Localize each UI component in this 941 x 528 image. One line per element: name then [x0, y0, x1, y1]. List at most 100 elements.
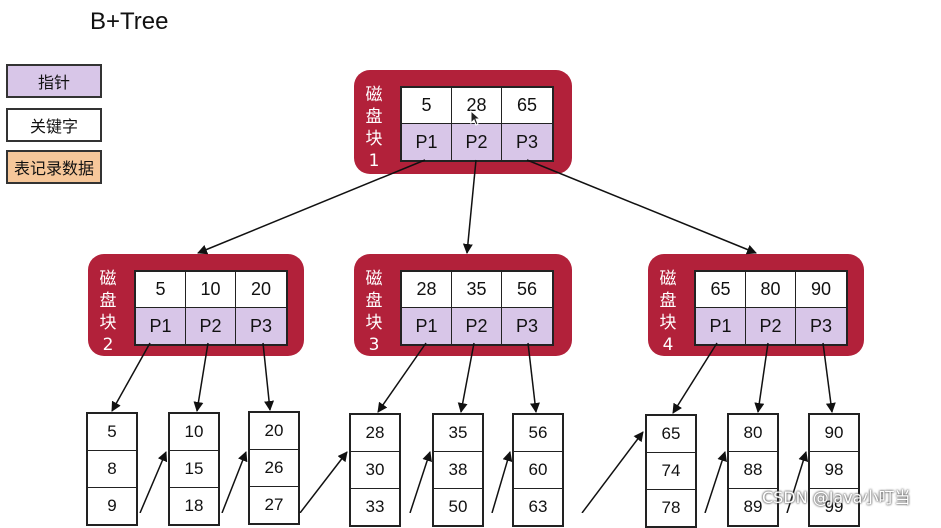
- arrow-leaf-link: [704, 451, 727, 513]
- leaf-key-cell: 63: [528, 497, 548, 516]
- leaf-key-cell: 88: [729, 452, 777, 489]
- disk-label-char: 盘: [365, 291, 383, 311]
- disk-label-char: 盘: [99, 291, 117, 311]
- key-cell: 80: [746, 272, 796, 308]
- disk-label-char: 盘: [659, 291, 677, 311]
- disk-block-3: 磁 盘 块 3 28 35 56 P1 P2 P3: [354, 254, 572, 356]
- key-cell: 56: [502, 272, 552, 308]
- legend-pointer: 指针: [6, 64, 102, 98]
- leaf-node: 5 8 9: [86, 412, 138, 526]
- leaf-node: 65 74 78: [645, 414, 697, 528]
- pointer-cell: P1: [402, 124, 452, 160]
- disk-label-char: 4: [662, 335, 674, 355]
- leaf-key-cell: 20: [250, 413, 298, 450]
- pointer-cell: P2: [452, 308, 502, 344]
- leaf-key-cell: 56: [514, 415, 562, 452]
- arrow-leaf-link: [139, 451, 168, 513]
- leaf-key-cell: 10: [170, 414, 218, 451]
- watermark: CSDN @Java小叮当: [762, 488, 911, 507]
- disk-block-2: 磁 盘 块 2 5 10 20 P1 P2 P3: [88, 254, 304, 356]
- leaf-key-cell: 33: [365, 497, 385, 516]
- legend-key: 关键字: [6, 108, 102, 142]
- leaf-key-cell: 9: [107, 496, 117, 515]
- key-cell: 90: [796, 272, 846, 308]
- mouse-cursor-icon: [470, 110, 482, 126]
- leaf-key-cell: 78: [661, 498, 681, 517]
- index-node: 65 80 90 P1 P2 P3: [694, 270, 848, 346]
- leaf-key-cell: 15: [170, 451, 218, 488]
- pointer-cell: P1: [696, 308, 746, 344]
- key-cell: 35: [452, 272, 502, 308]
- disk-label-char: 磁: [99, 269, 117, 289]
- legend-data: 表记录数据: [6, 150, 102, 184]
- key-cell: 5: [136, 272, 186, 308]
- disk-label: 磁 盘 块 3: [364, 268, 384, 356]
- disk-block-4: 磁 盘 块 4 65 80 90 P1 P2 P3: [648, 254, 864, 356]
- leaf-key-cell: 98: [810, 452, 858, 489]
- leaf-key-cell: 74: [647, 453, 695, 490]
- disk-block-1: 磁 盘 块 1 5 28 65 P1 P2 P3: [354, 70, 572, 174]
- leaf-node: 80 88 89: [727, 413, 779, 527]
- pointer-cell: P2: [746, 308, 796, 344]
- leaf-key-cell: 30: [351, 452, 399, 489]
- leaf-node: 28 30 33: [349, 413, 401, 527]
- arrow-root-p3: [526, 159, 757, 255]
- pointer-cell: P2: [186, 308, 236, 344]
- key-cell: 65: [696, 272, 746, 308]
- pointer-cell: P3: [502, 308, 552, 344]
- leaf-key-cell: 5: [88, 414, 136, 451]
- leaf-key-cell: 26: [250, 450, 298, 487]
- pointer-cell: P3: [502, 124, 552, 160]
- disk-label-char: 3: [368, 335, 380, 355]
- disk-label-char: 磁: [365, 269, 383, 289]
- leaf-node: 56 60 63: [512, 413, 564, 527]
- leaf-key-cell: 89: [743, 497, 763, 516]
- index-node: 28 35 56 P1 P2 P3: [400, 270, 554, 346]
- pointer-cell: P2: [452, 124, 502, 160]
- leaf-key-cell: 8: [88, 451, 136, 488]
- page-title: B+Tree: [90, 8, 169, 35]
- disk-label-char: 磁: [365, 85, 383, 105]
- key-cell: 65: [502, 88, 552, 124]
- key-cell: 5: [402, 88, 452, 124]
- leaf-node: 20 26 27: [248, 411, 300, 525]
- disk-label: 磁 盘 块 4: [658, 268, 678, 356]
- pointer-cell: P1: [402, 308, 452, 344]
- disk-label-char: 块: [365, 129, 383, 149]
- key-cell: 28: [402, 272, 452, 308]
- leaf-key-cell: 90: [810, 415, 858, 452]
- pointer-cell: P1: [136, 308, 186, 344]
- leaf-key-cell: 28: [351, 415, 399, 452]
- leaf-node: 10 15 18: [168, 412, 220, 526]
- index-node: 5 28 65 P1 P2 P3: [400, 86, 554, 162]
- leaf-node: 35 38 50: [432, 413, 484, 527]
- leaf-key-cell: 38: [434, 452, 482, 489]
- disk-label-char: 块: [365, 313, 383, 333]
- disk-label-char: 盘: [365, 107, 383, 127]
- leaf-key-cell: 60: [514, 452, 562, 489]
- leaf-key-cell: 35: [434, 415, 482, 452]
- leaf-node: 90 98 99: [808, 413, 860, 527]
- disk-label-char: 块: [99, 313, 117, 333]
- disk-label-char: 块: [659, 313, 677, 333]
- leaf-key-cell: 50: [448, 497, 468, 516]
- leaf-key-cell: 27: [264, 495, 284, 514]
- index-node: 5 10 20 P1 P2 P3: [134, 270, 288, 346]
- arrow-leaf-link: [581, 431, 644, 513]
- arrow-leaf-link: [299, 451, 348, 513]
- leaf-key-cell: 18: [184, 496, 204, 515]
- disk-label: 磁 盘 块 1: [364, 84, 384, 172]
- arrow-leaf-link: [221, 451, 248, 513]
- arrow-leaf-link: [491, 451, 513, 513]
- pointer-cell: P3: [796, 308, 846, 344]
- disk-label: 磁 盘 块 2: [98, 268, 118, 356]
- leaf-key-cell: 65: [647, 416, 695, 453]
- disk-label-char: 1: [368, 151, 380, 171]
- arrow-leaf-link: [409, 451, 432, 513]
- leaf-key-cell: 80: [729, 415, 777, 452]
- pointer-cell: P3: [236, 308, 286, 344]
- disk-label-char: 磁: [659, 269, 677, 289]
- key-cell: 20: [236, 272, 286, 308]
- leaf-key-cell: 99: [824, 497, 844, 516]
- disk-label-char: 2: [102, 335, 114, 355]
